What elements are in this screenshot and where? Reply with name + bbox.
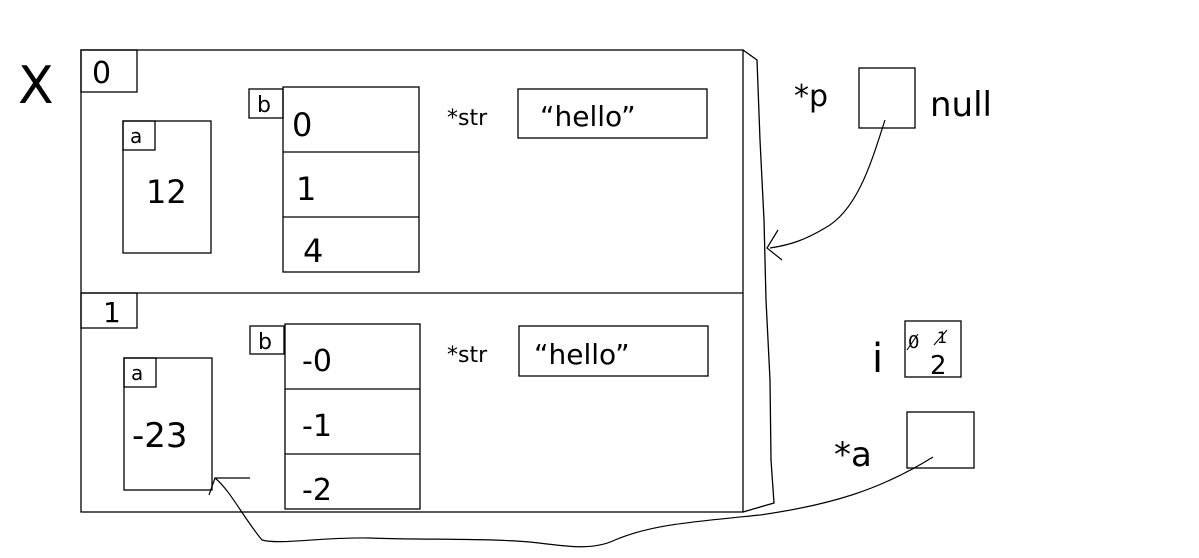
element-0-a-box	[122, 120, 212, 254]
element-0-str-value: “hello”	[540, 100, 636, 133]
element-1-b-label-box	[249, 325, 285, 355]
pointer-p: *p null	[766, 67, 992, 261]
element-0-b-cell-0: 0	[292, 106, 312, 144]
pointer-a-arrowhead	[208, 477, 250, 496]
pointer-a-box	[906, 411, 975, 469]
variable-i-mid-value-strike	[933, 329, 948, 346]
element-1-str-box	[518, 325, 709, 377]
element-0-a-label-box	[122, 120, 156, 151]
variable-i: i 0 1 2	[872, 320, 962, 382]
element-0-str-label: *str	[447, 106, 488, 131]
element-1-b-label: b	[258, 330, 272, 355]
variable-i-label: i	[872, 336, 883, 382]
array-right-edge	[742, 49, 775, 513]
pointer-a-arrow	[214, 456, 934, 548]
array-outer-box	[80, 49, 744, 513]
element-0-a-value: 12	[146, 173, 187, 211]
pointer-p-box	[858, 67, 916, 129]
element-1-b-cell-1: -1	[302, 409, 332, 444]
element-1-index: 1	[103, 296, 121, 329]
element-1: 1 a -23 b -0 -1 -2 *str “hello”	[80, 292, 709, 510]
pointer-a-label: *a	[834, 435, 872, 475]
element-0-b-cell-1: 1	[296, 170, 316, 208]
element-0-b-label: b	[257, 93, 271, 118]
element-1-a-value: -23	[132, 416, 188, 456]
element-0-index: 0	[92, 56, 111, 91]
element-1-a-label-box	[123, 357, 157, 388]
pointer-p-label: *p	[794, 79, 828, 114]
variable-i-box	[904, 320, 962, 378]
element-0-b-box	[282, 86, 420, 273]
element-1-b-box	[284, 323, 421, 510]
pointer-p-arrow	[769, 119, 886, 249]
element-1-a-box	[123, 357, 213, 491]
pointer-p-value: null	[930, 85, 992, 125]
element-1-b-cell-0: -0	[302, 344, 332, 379]
element-0-a-label: a	[130, 124, 142, 148]
element-1-b-cell-2: -2	[302, 473, 332, 508]
pointer-a: *a	[208, 411, 975, 548]
element-0-index-box	[80, 49, 138, 93]
variable-i-value: 2	[930, 351, 947, 381]
element-0-b-cell-2: 4	[303, 232, 323, 270]
element-0: 0 a 12 b 0 1 4 *str “hello”	[80, 49, 708, 273]
array-name-label: X	[18, 56, 54, 116]
pointer-p-arrowhead	[766, 229, 783, 261]
variable-i-mid-value: 1	[937, 328, 947, 347]
element-1-str-label: *str	[447, 343, 488, 368]
element-0-str-box	[517, 88, 708, 139]
element-1-index-box	[80, 292, 138, 329]
element-1-str-value: “hello”	[534, 338, 630, 371]
variable-i-old-value-strike	[906, 333, 919, 351]
variable-i-old-value: 0	[908, 332, 919, 353]
element-1-a-label: a	[131, 361, 143, 385]
